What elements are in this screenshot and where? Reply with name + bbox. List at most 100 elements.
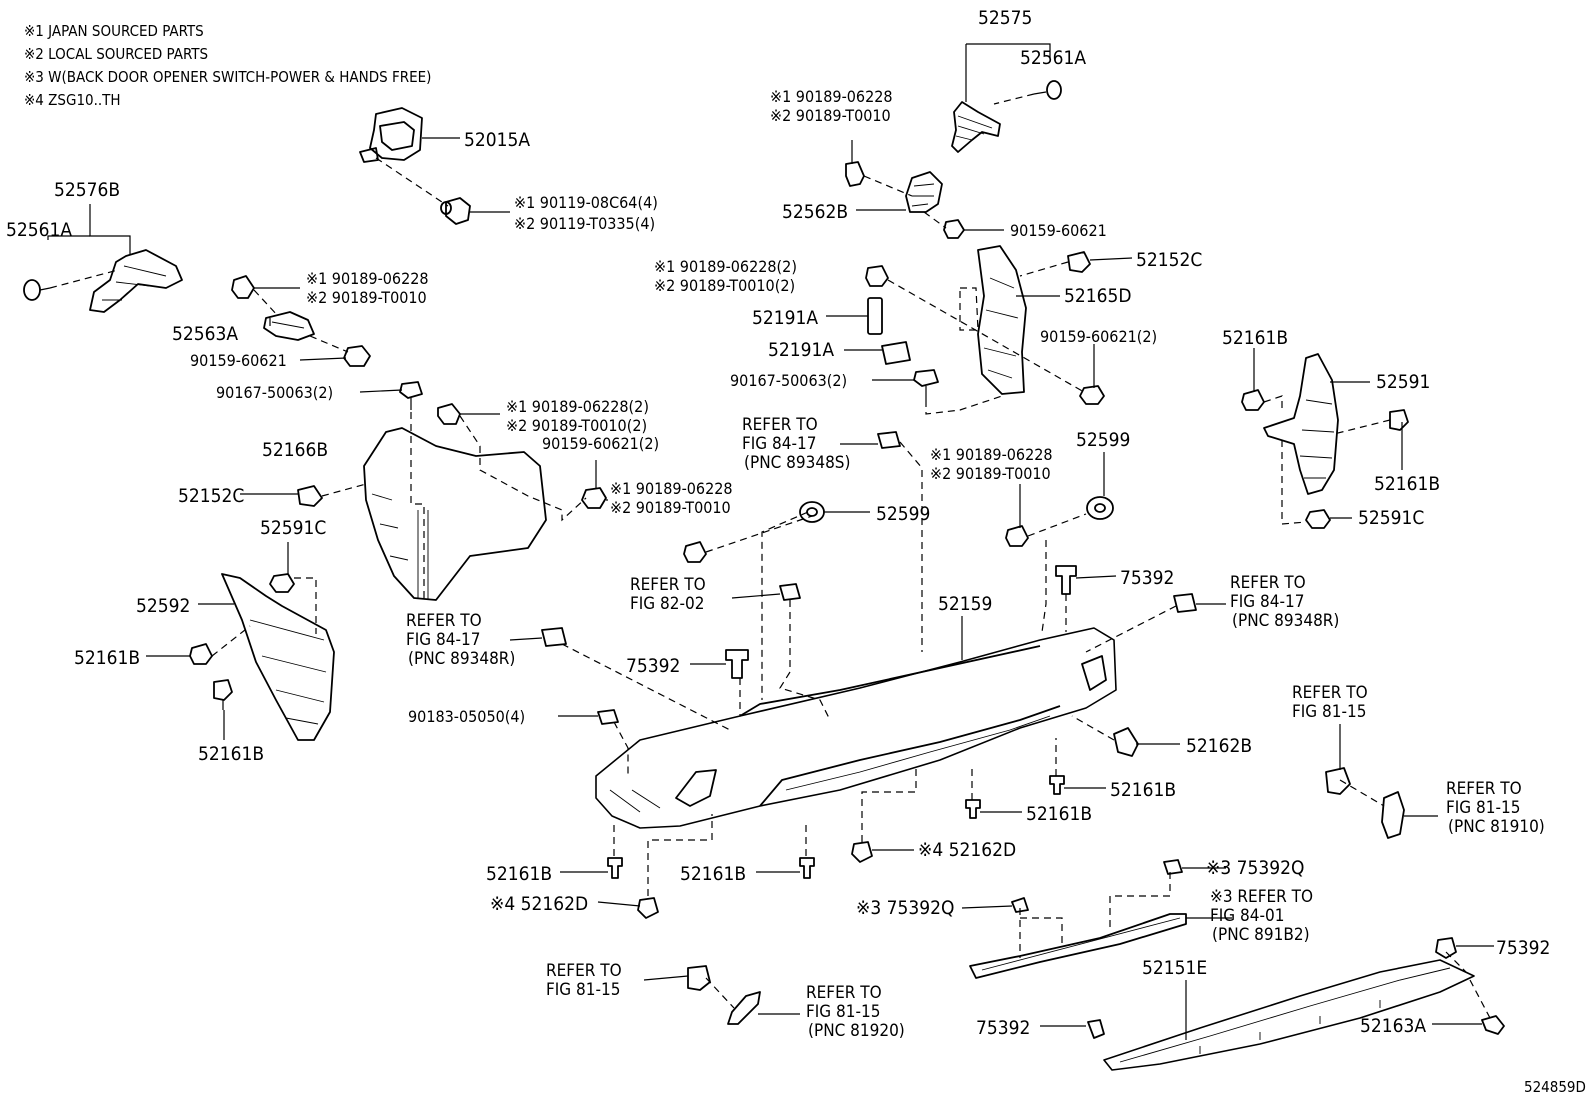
clip-52161B-r1-drawing <box>1241 389 1265 411</box>
cap-52163A-drawing <box>1481 1015 1505 1035</box>
figure-reference-line: (PNC 89348S) <box>744 453 851 473</box>
clip-90189-2b-drawing <box>437 403 461 425</box>
part-label-p52191A-a: 52191A <box>752 307 818 329</box>
pin-75392-d-drawing <box>1087 1019 1105 1039</box>
clip-52152C-top-drawing <box>1067 251 1091 273</box>
part-label-p52161B-m1: 52161B <box>1110 779 1176 801</box>
switch-strip-drawing <box>969 913 1187 979</box>
part-label-p90189-06228-a: ※1 90189-06228 <box>770 87 893 106</box>
part-label-p52561A-left: 52561A <box>6 219 72 241</box>
part-label-p52563A: 52563A <box>172 323 238 345</box>
part-label-p52163A: 52163A <box>1360 1015 1426 1037</box>
fastener-52162D-a-drawing <box>851 841 873 863</box>
pad-52191A-drawing <box>867 297 911 365</box>
part-label-p90167-50063-l: 90167-50063(2) <box>216 383 333 402</box>
nut-52591C-right-drawing <box>1305 509 1331 529</box>
part-label-p90189-T0010-b: ※2 90189-T0010 <box>306 288 427 307</box>
clip-75392Q-b-drawing <box>1163 859 1183 875</box>
part-label-p75392-b: 75392 <box>626 655 680 677</box>
screw-52561A-left-drawing <box>23 279 51 301</box>
figure-reference-line: (PNC 81920) <box>808 1021 905 1041</box>
part-label-p52161B-l2: 52161B <box>198 743 264 765</box>
part-label-p90159-60621-b: 90159-60621 <box>190 351 287 370</box>
part-label-p52592: 52592 <box>136 595 190 617</box>
part-label-p90189-T0010-2: ※2 90189-T0010(2) <box>654 276 795 295</box>
part-label-p90189-06228-d: ※1 90189-06228 <box>930 445 1053 464</box>
part-label-p52162D-b: ※4 52162D <box>490 893 588 915</box>
figure-reference-line: (PNC 81910) <box>1448 817 1545 837</box>
part-label-p90189-T0010-d: ※2 90189-T0010 <box>930 464 1051 483</box>
part-label-p52561A-top: 52561A <box>1020 47 1086 69</box>
clip-90189-2-drawing <box>865 265 889 287</box>
figure-reference-line: (PNC 891B2) <box>1212 925 1310 945</box>
reflector-81920-drawing <box>727 991 761 1025</box>
part-label-p52576B: 52576B <box>54 179 120 201</box>
clip-82-02-drawing <box>779 583 801 601</box>
part-label-p52151E: 52151E <box>1142 957 1207 979</box>
part-label-p90189-06228-2b: ※1 90189-06228(2) <box>506 397 649 416</box>
part-label-p52562B: 52562B <box>782 201 848 223</box>
part-label-p52152C-left: 52152C <box>178 485 244 507</box>
bolt-90167-right-drawing <box>913 369 939 400</box>
figure-reference-line: REFER TO <box>806 983 882 1003</box>
grommet-52599-b-drawing <box>1086 496 1114 520</box>
clip-52161B-l1-drawing <box>189 643 213 665</box>
note-model-code: ※4 ZSG10..TH <box>24 91 121 109</box>
figure-reference-line: FIG 81-15 <box>1292 702 1366 722</box>
part-drawings <box>23 80 1505 1071</box>
note-local-sourced: ※2 LOCAL SOURCED PARTS <box>24 45 208 63</box>
figure-reference-line: REFER TO <box>742 415 818 435</box>
part-label-p90119-08C64: ※1 90119-08C64(4) <box>514 193 658 212</box>
part-label-p75392Q-a: ※3 75392Q <box>856 897 954 919</box>
part-label-p52152C-top: 52152C <box>1136 249 1202 271</box>
bracket-52576B-drawing <box>89 249 183 313</box>
clip-90189-d-drawing <box>1005 525 1029 547</box>
clip-52152C-left-drawing <box>297 485 323 507</box>
part-label-p52162D-a: ※4 52162D <box>918 839 1016 861</box>
part-label-p90159-60621-2b: 90159-60621(2) <box>542 434 659 453</box>
bolt-90167-left-drawing <box>399 381 423 410</box>
clip-75392Q-a-drawing <box>1011 897 1029 913</box>
clip-89348R-right-drawing <box>1173 593 1197 613</box>
figure-reference-line: REFER TO <box>1446 779 1522 799</box>
bolt-90159-b-drawing <box>343 345 371 367</box>
figure-reference-line: FIG 81-15 <box>546 980 620 1000</box>
figure-reference-line: (PNC 89348R) <box>1232 611 1339 631</box>
part-label-p52161B-r2: 52161B <box>1374 473 1440 495</box>
part-label-p52165D: 52165D <box>1064 285 1132 307</box>
figure-reference-line: ※3 REFER TO <box>1210 887 1313 907</box>
bracket-52015A-drawing <box>359 107 423 163</box>
bumper-cover-52159-drawing <box>595 627 1117 829</box>
part-label-p52015A: 52015A <box>464 129 530 151</box>
reflector-81910-drawing <box>1381 791 1405 839</box>
part-label-p52162B: 52162B <box>1186 735 1252 757</box>
part-label-p75392-d: 75392 <box>976 1017 1030 1039</box>
part-label-p90189-T0010-c: ※2 90189-T0010 <box>610 498 731 517</box>
part-label-p90189-06228-2: ※1 90189-06228(2) <box>654 257 797 276</box>
clip-89348S-drawing <box>877 431 901 449</box>
part-label-p52191A-b: 52191A <box>768 339 834 361</box>
clip-52161B-m1-drawing <box>1049 775 1065 795</box>
bracket-52591-drawing <box>1263 353 1339 495</box>
leader-lines <box>47 43 1494 1040</box>
part-label-p52161B-b1: 52161B <box>486 863 552 885</box>
bracket-52592-drawing <box>221 573 335 741</box>
figure-reference-line: REFER TO <box>546 961 622 981</box>
figure-reference-line: FIG 84-01 <box>1210 906 1284 926</box>
bolt-90119-drawing <box>440 197 471 225</box>
clip-90189-c-drawing <box>581 487 607 509</box>
part-label-p52599-a: 52599 <box>876 503 930 525</box>
nut-52591C-left-drawing <box>269 573 295 593</box>
clip-52161B-b2-drawing <box>799 857 815 879</box>
